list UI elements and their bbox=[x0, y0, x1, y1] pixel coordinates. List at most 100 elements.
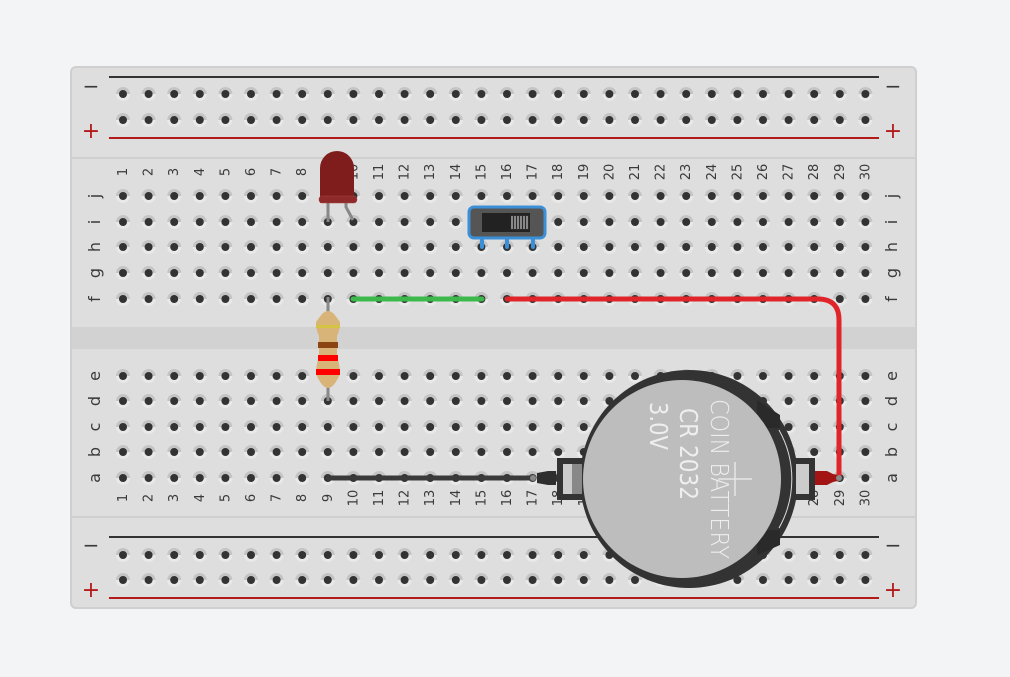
hole-i6[interactable] bbox=[244, 215, 258, 229]
rail-hole[interactable] bbox=[269, 548, 284, 562]
hole-c10[interactable] bbox=[346, 420, 361, 434]
hole-j6[interactable] bbox=[244, 189, 258, 203]
hole-b15[interactable] bbox=[474, 445, 489, 459]
rail-hole[interactable] bbox=[218, 113, 233, 127]
hole-g30[interactable] bbox=[858, 266, 873, 280]
hole-e8[interactable] bbox=[295, 369, 310, 383]
hole-h11[interactable] bbox=[372, 240, 386, 254]
hole-i12[interactable] bbox=[397, 215, 412, 229]
hole-g5[interactable] bbox=[218, 266, 233, 280]
hole-a3[interactable] bbox=[167, 471, 182, 485]
hole-i9[interactable] bbox=[320, 215, 335, 229]
hole-i8[interactable] bbox=[295, 215, 310, 229]
rail-hole[interactable] bbox=[858, 87, 873, 101]
hole-d3[interactable] bbox=[167, 394, 182, 408]
hole-d14[interactable] bbox=[448, 394, 463, 408]
rail-hole[interactable] bbox=[244, 113, 258, 127]
hole-e28[interactable] bbox=[807, 369, 822, 383]
hole-h8[interactable] bbox=[295, 240, 310, 254]
hole-h10[interactable] bbox=[346, 240, 361, 254]
hole-g10[interactable] bbox=[346, 266, 361, 280]
rail-hole[interactable] bbox=[756, 87, 770, 101]
hole-c14[interactable] bbox=[448, 420, 463, 434]
hole-b8[interactable] bbox=[295, 445, 310, 459]
rail-hole[interactable] bbox=[192, 87, 207, 101]
rail-hole[interactable] bbox=[602, 573, 617, 587]
hole-h22[interactable] bbox=[653, 240, 668, 254]
hole-b6[interactable] bbox=[244, 445, 258, 459]
rail-hole[interactable] bbox=[346, 573, 361, 587]
hole-e13[interactable] bbox=[423, 369, 438, 383]
hole-g4[interactable] bbox=[192, 266, 207, 280]
hole-d12[interactable] bbox=[397, 394, 412, 408]
rail-hole[interactable] bbox=[679, 87, 694, 101]
hole-j2[interactable] bbox=[141, 189, 156, 203]
rail-hole[interactable] bbox=[192, 573, 207, 587]
rail-hole[interactable] bbox=[244, 573, 258, 587]
rail-hole[interactable] bbox=[730, 87, 745, 101]
hole-b13[interactable] bbox=[423, 445, 438, 459]
hole-i24[interactable] bbox=[704, 215, 719, 229]
rail-hole[interactable] bbox=[167, 548, 182, 562]
hole-d7[interactable] bbox=[269, 394, 284, 408]
hole-j13[interactable] bbox=[423, 189, 438, 203]
hole-e16[interactable] bbox=[500, 369, 514, 383]
hole-c7[interactable] bbox=[269, 420, 284, 434]
hole-g17[interactable] bbox=[525, 266, 540, 280]
rail-hole[interactable] bbox=[141, 113, 156, 127]
hole-e17[interactable] bbox=[525, 369, 540, 383]
hole-g26[interactable] bbox=[756, 266, 770, 280]
hole-c8[interactable] bbox=[295, 420, 310, 434]
rail-hole[interactable] bbox=[141, 573, 156, 587]
hole-a5[interactable] bbox=[218, 471, 233, 485]
hole-f2[interactable] bbox=[141, 292, 156, 306]
rail-hole[interactable] bbox=[704, 113, 719, 127]
rail-hole[interactable] bbox=[781, 113, 796, 127]
rail-hole[interactable] bbox=[474, 573, 489, 587]
hole-g15[interactable] bbox=[474, 266, 489, 280]
rail-hole[interactable] bbox=[807, 548, 822, 562]
hole-j16[interactable] bbox=[500, 189, 514, 203]
hole-d11[interactable] bbox=[372, 394, 386, 408]
hole-a6[interactable] bbox=[244, 471, 258, 485]
rail-hole[interactable] bbox=[500, 548, 514, 562]
hole-h14[interactable] bbox=[448, 240, 463, 254]
hole-g22[interactable] bbox=[653, 266, 668, 280]
rail-hole[interactable] bbox=[832, 573, 847, 587]
hole-c11[interactable] bbox=[372, 420, 386, 434]
rail-hole[interactable] bbox=[372, 113, 386, 127]
rail-hole[interactable] bbox=[372, 573, 386, 587]
hole-h30[interactable] bbox=[858, 240, 873, 254]
hole-a30[interactable] bbox=[858, 471, 873, 485]
hole-g1[interactable] bbox=[116, 266, 130, 280]
hole-g6[interactable] bbox=[244, 266, 258, 280]
switch-slider[interactable] bbox=[511, 215, 529, 230]
rail-hole[interactable] bbox=[500, 87, 514, 101]
hole-j7[interactable] bbox=[269, 189, 284, 203]
hole-j4[interactable] bbox=[192, 189, 207, 203]
hole-j26[interactable] bbox=[756, 189, 770, 203]
hole-b11[interactable] bbox=[372, 445, 386, 459]
hole-i4[interactable] bbox=[192, 215, 207, 229]
hole-c3[interactable] bbox=[167, 420, 182, 434]
rail-hole[interactable] bbox=[448, 113, 463, 127]
hole-b12[interactable] bbox=[397, 445, 412, 459]
hole-b1[interactable] bbox=[116, 445, 130, 459]
hole-g23[interactable] bbox=[679, 266, 694, 280]
rail-hole[interactable] bbox=[474, 113, 489, 127]
hole-i20[interactable] bbox=[602, 215, 617, 229]
hole-d10[interactable] bbox=[346, 394, 361, 408]
hole-d13[interactable] bbox=[423, 394, 438, 408]
hole-i3[interactable] bbox=[167, 215, 182, 229]
hole-j18[interactable] bbox=[551, 189, 566, 203]
hole-d19[interactable] bbox=[576, 394, 591, 408]
hole-a2[interactable] bbox=[141, 471, 156, 485]
rail-hole[interactable] bbox=[781, 87, 796, 101]
hole-i25[interactable] bbox=[730, 215, 745, 229]
hole-h24[interactable] bbox=[704, 240, 719, 254]
rail-hole[interactable] bbox=[448, 87, 463, 101]
rail-hole[interactable] bbox=[320, 573, 335, 587]
hole-c6[interactable] bbox=[244, 420, 258, 434]
hole-h13[interactable] bbox=[423, 240, 438, 254]
